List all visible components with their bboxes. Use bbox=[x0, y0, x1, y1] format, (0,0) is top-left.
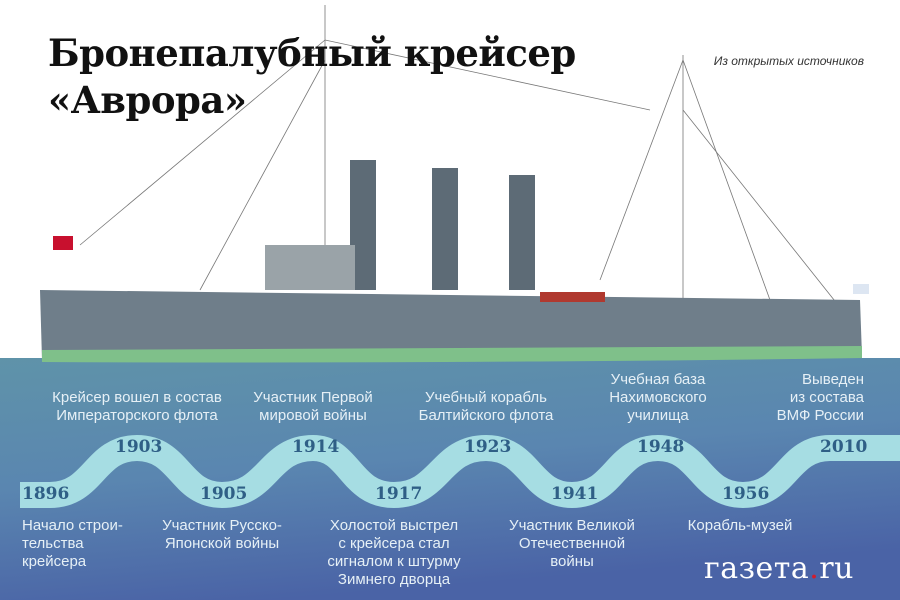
event-line: сигналом к штурму bbox=[327, 553, 461, 570]
event-line: из состава bbox=[789, 389, 864, 406]
event-line: Участник Великой bbox=[509, 517, 635, 534]
logo-dot: . bbox=[809, 551, 820, 586]
event-line: Выведен bbox=[802, 371, 864, 388]
event-1905: Участник Русско-Японской войны bbox=[162, 517, 282, 553]
event-line: ВМФ России bbox=[776, 407, 864, 424]
source-note: Из открытых источников bbox=[713, 54, 864, 68]
year-1941: 1941 bbox=[551, 484, 599, 504]
year-1917: 1917 bbox=[375, 484, 423, 504]
year-1903: 1903 bbox=[115, 437, 163, 457]
ship-hull bbox=[40, 160, 869, 363]
event-line: Императорского флота bbox=[56, 407, 218, 424]
event-line: мировой войны bbox=[259, 407, 367, 424]
event-line: тельства bbox=[22, 535, 84, 552]
timeline-wave bbox=[20, 434, 900, 509]
event-line: Учебная база bbox=[610, 371, 706, 388]
event-line: Учебный корабль bbox=[425, 389, 547, 406]
logo-main: газета bbox=[704, 551, 810, 586]
event-line: училища bbox=[627, 407, 689, 424]
year-1956: 1956 bbox=[722, 484, 770, 504]
page-title: Бронепалубный крейсер «Аврора» bbox=[48, 30, 576, 124]
event-line: войны bbox=[550, 553, 594, 570]
event-line: Отечественной bbox=[518, 535, 626, 552]
title-line-1: Бронепалубный крейсер bbox=[48, 31, 576, 75]
event-line: Участник Русско- bbox=[162, 517, 282, 534]
event-1956: Корабль-музей bbox=[688, 517, 793, 535]
event-line: крейсера bbox=[22, 553, 87, 570]
year-1923: 1923 bbox=[464, 437, 512, 457]
event-line: Зимнего дворца bbox=[337, 571, 451, 588]
event-line: Нахимовского bbox=[609, 389, 707, 406]
year-2010: 2010 bbox=[820, 437, 868, 457]
cruiser-aurora-ship bbox=[79, 5, 851, 321]
year-1905: 1905 bbox=[200, 484, 248, 504]
year-1896: 1896 bbox=[22, 484, 70, 504]
event-line: Участник Первой bbox=[253, 389, 373, 406]
event-line: Холостой выстрел bbox=[329, 517, 459, 534]
event-line: Японской войны bbox=[164, 535, 280, 552]
logo-tld: ru bbox=[819, 551, 854, 586]
year-1914: 1914 bbox=[292, 437, 340, 457]
event-line: Балтийского флота bbox=[418, 407, 554, 424]
title-line-2: «Аврора» bbox=[48, 78, 247, 122]
event-line: Корабль-музей bbox=[687, 517, 793, 534]
year-1948: 1948 bbox=[637, 437, 685, 457]
gazeta-ru-logo: газета.ru bbox=[704, 551, 854, 586]
event-line: с крейсера стал bbox=[338, 535, 450, 552]
event-line: Крейсер вошел в состав bbox=[52, 389, 222, 406]
event-line: Начало строи- bbox=[22, 517, 123, 534]
